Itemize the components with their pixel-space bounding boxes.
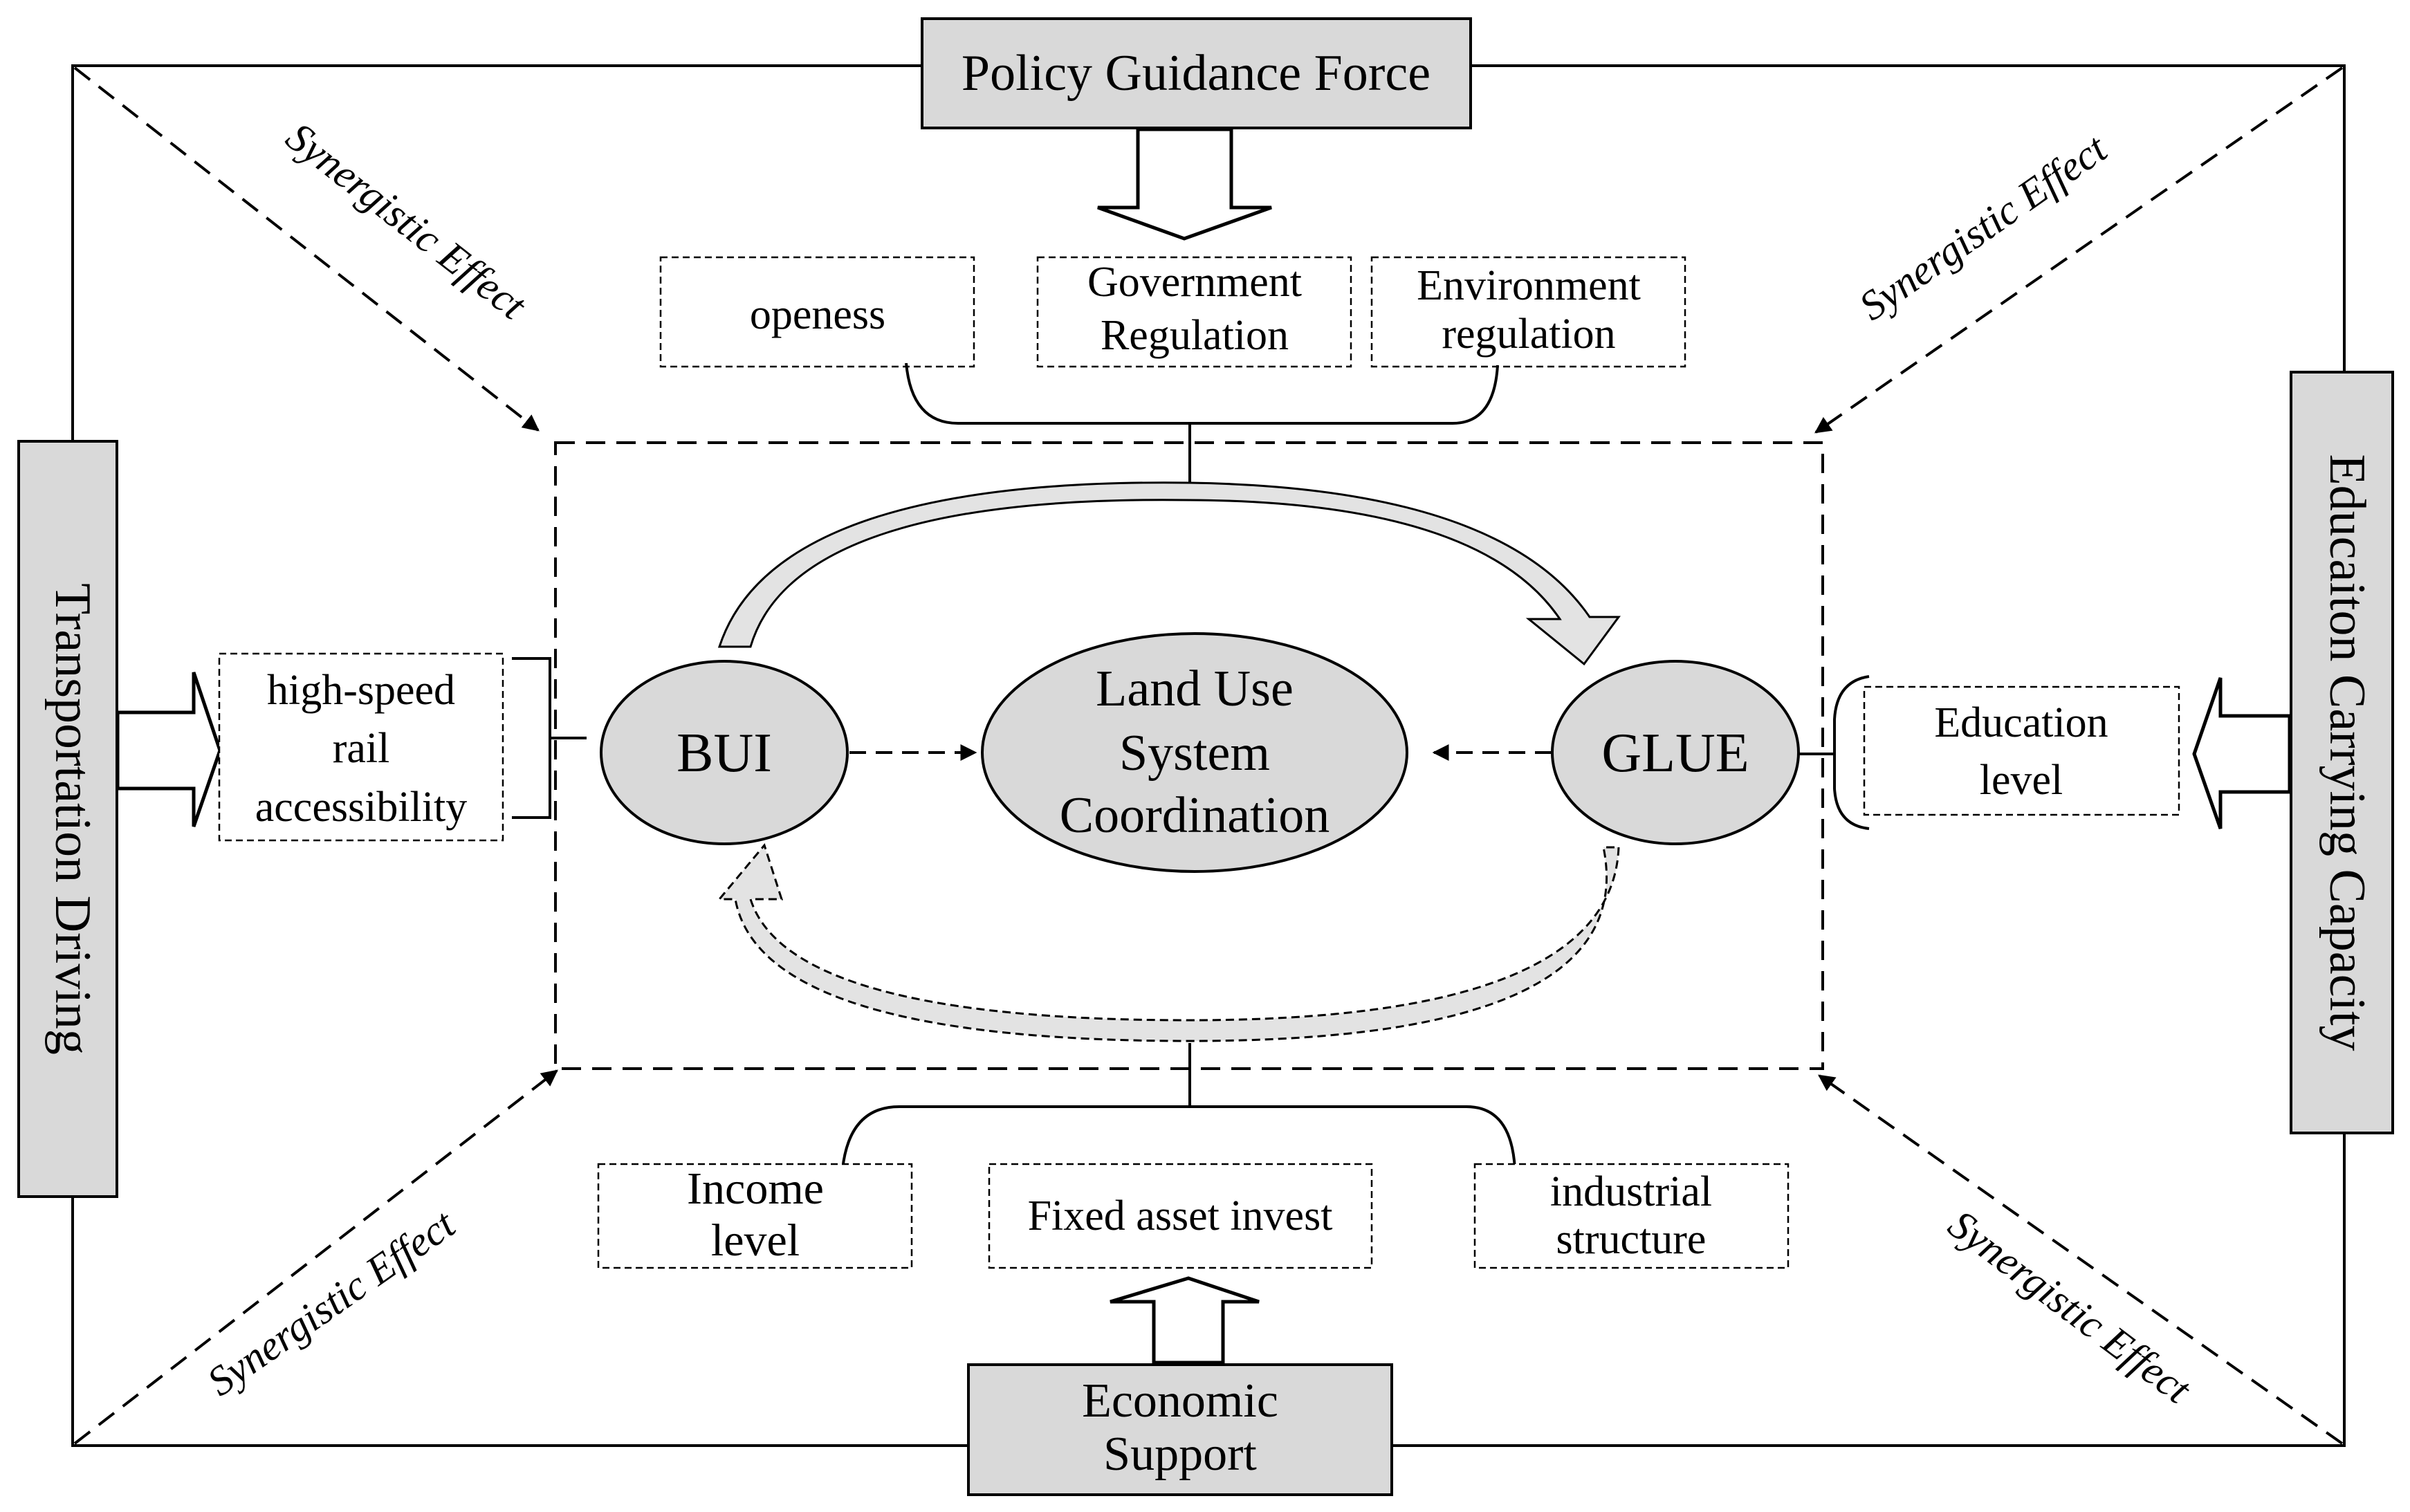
policy-force: Policy Guidance Force xyxy=(921,17,1472,241)
bui-label: BUI xyxy=(677,723,772,784)
economic-force: Economic Support xyxy=(967,1276,1393,1496)
right-bracket xyxy=(1799,675,1870,830)
center-label-line3: Coordination xyxy=(1060,787,1330,844)
hsr-label-line3: accessibility xyxy=(255,784,467,831)
education-level-box xyxy=(1863,685,2180,816)
industrial-structure-label-line1: industrial xyxy=(1550,1168,1712,1215)
synergy-label-bottom-right: Synergistic Effect xyxy=(1940,1201,2200,1413)
hsr-label-line1: high-speed xyxy=(267,667,455,714)
education-level-label-line1: Education xyxy=(1934,699,2108,746)
income-level-label-line2: level xyxy=(711,1215,800,1266)
bui-to-glue-curved-arrow xyxy=(717,481,1621,666)
income-level-label-line1: Income xyxy=(687,1163,824,1214)
top-factors: openess Government Regulation Environmen… xyxy=(659,256,1686,368)
synergy-arrow-bottom-right xyxy=(1818,1074,2344,1445)
glue-label: GLUE xyxy=(1601,723,1749,784)
education-force-label: Educaiton Carrying Capacity xyxy=(2319,454,2375,1051)
education-force-box xyxy=(2290,371,2394,1134)
openness-box xyxy=(659,256,975,368)
transport-force-label: Transportation Driving xyxy=(44,583,101,1055)
policy-down-arrow xyxy=(1097,127,1272,241)
economic-force-label-line1: Economic xyxy=(1082,1374,1278,1428)
income-level-box xyxy=(597,1163,913,1269)
land-use-coordination-node xyxy=(981,632,1408,873)
synergy-label-top-left: Synergistic Effect xyxy=(278,113,535,329)
transport-force: Transportation Driving xyxy=(17,440,222,1198)
industrial-structure-box xyxy=(1473,1163,1790,1269)
economic-force-box xyxy=(967,1363,1393,1496)
left-bracket xyxy=(512,657,587,819)
center-label-line1: Land Use xyxy=(1096,661,1294,717)
center-label-line2: System xyxy=(1119,725,1270,782)
openness-label: openess xyxy=(750,291,885,338)
policy-force-box xyxy=(921,17,1472,129)
synergy-arrow-bottom-left xyxy=(73,1069,558,1445)
synergy-label-bottom-left: Synergistic Effect xyxy=(199,1201,463,1405)
economic-force-label-line2: Support xyxy=(1103,1428,1257,1481)
transport-right-arrow xyxy=(116,672,222,827)
education-level-label-line2: level xyxy=(1980,757,2063,804)
government-regulation-label-line1: Government xyxy=(1087,259,1302,306)
fixed-asset-label: Fixed asset invest xyxy=(1028,1192,1333,1239)
education-left-arrow xyxy=(2192,677,2292,829)
economic-up-arrow xyxy=(1110,1276,1260,1365)
industrial-structure-label-line2: structure xyxy=(1556,1216,1707,1263)
synergy-arrows xyxy=(73,66,2344,1445)
environment-regulation-box xyxy=(1370,256,1686,368)
synergy-arrow-top-left xyxy=(73,66,540,432)
fixed-asset-box xyxy=(988,1163,1373,1269)
education-force: Educaiton Carrying Capacity xyxy=(2192,371,2394,1134)
synergy-arrow-top-right xyxy=(1814,66,2344,434)
glue-to-bui-curved-arrow xyxy=(717,842,1620,1042)
bottom-bracket xyxy=(841,1043,1516,1170)
government-regulation-box xyxy=(1036,256,1352,368)
hsr-accessibility-box xyxy=(218,652,504,842)
government-regulation-label-line2: Regulation xyxy=(1101,312,1289,359)
policy-force-label: Policy Guidance Force xyxy=(962,45,1431,102)
environment-regulation-label-line2: regulation xyxy=(1442,311,1615,358)
transport-force-box xyxy=(17,440,118,1198)
synergy-label-top-right: Synergistic Effect xyxy=(1851,125,2115,329)
top-bracket xyxy=(905,362,1499,484)
bui-node xyxy=(600,660,849,845)
hsr-label-line2: rail xyxy=(333,725,390,772)
environment-regulation-label-line1: Environment xyxy=(1417,262,1641,309)
bottom-factors: Income level Fixed asset invest industri… xyxy=(597,1163,1790,1269)
